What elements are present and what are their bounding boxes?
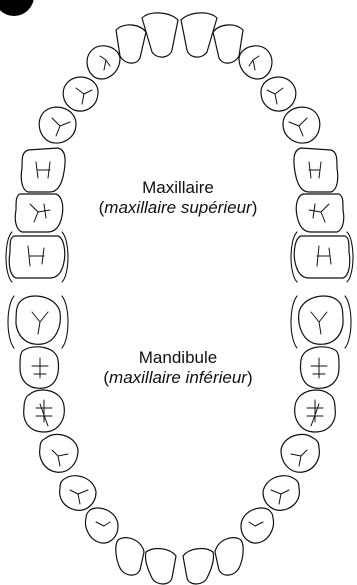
lower-tooth-incisor-lateral-left — [214, 537, 244, 576]
lower-fissure-m2-right — [31, 357, 49, 379]
corner-badge — [0, 0, 34, 16]
lower-tooth-molar-2-left — [299, 346, 340, 389]
lower-fissure-pm1-left — [270, 489, 290, 505]
upper-fissure-m3-left — [316, 245, 332, 267]
upper-fissure-pm1-right — [75, 87, 93, 105]
lower-tooth-canine-right — [84, 507, 119, 544]
upper-tooth-premolar-2-left — [282, 106, 321, 144]
lower-fissure-m2-left — [310, 357, 328, 379]
upper-tooth-premolar-2-right — [38, 106, 77, 144]
upper-fissure-m1-right — [35, 161, 51, 179]
upper-subtitle-close: ) — [251, 198, 258, 217]
upper-fissure-pm2-right — [51, 117, 71, 137]
lower-tooth-incisor-lateral-right — [115, 537, 145, 576]
lower-tooth-incisor-central-right — [144, 547, 177, 585]
lower-molar-3-left-bracket — [290, 295, 298, 349]
lower-tooth-premolar-2-right — [39, 433, 79, 473]
upper-molar-3-left-bracket-inner — [346, 231, 354, 283]
lower-tooth-premolar-1-left — [262, 475, 300, 511]
upper-tooth-incisor-central-left — [180, 12, 218, 58]
upper-tooth-incisor-lateral-left — [212, 24, 244, 64]
upper-arch-subtitle: (maxillaire supérieur) — [68, 198, 288, 218]
lower-fissure-m3-left — [310, 311, 328, 335]
lower-fissure-pm2-right — [51, 449, 69, 467]
lower-subtitle-open: ( — [103, 368, 110, 387]
upper-tooth-incisor-lateral-right — [115, 24, 147, 64]
lower-molar-3-right-bracket — [7, 295, 15, 349]
upper-arch-title: Maxillaire — [142, 178, 214, 197]
upper-fissure-canine-right — [99, 55, 111, 71]
upper-fissure-m1-left — [308, 161, 322, 179]
lower-tooth-premolar-2-left — [280, 433, 320, 473]
upper-subtitle-text: maxillaire supérieur — [104, 198, 252, 217]
lower-fissure-m1-right — [35, 399, 53, 427]
upper-tooth-premolar-1-right — [62, 76, 99, 112]
lower-tooth-premolar-1-right — [59, 475, 97, 511]
upper-tooth-molar-3-left — [293, 235, 351, 279]
lower-subtitle-text: maxillaire inférieur — [109, 368, 247, 387]
upper-molar-3-right-bracket-inner — [61, 231, 69, 283]
lower-fissure-m1-left — [306, 399, 324, 427]
lower-fissure-canine-left — [248, 521, 264, 527]
upper-molar-3-left-bracket — [290, 231, 298, 283]
lower-molar-3-right-bracket-inner — [61, 295, 69, 349]
upper-fissure-m3-right — [27, 245, 45, 267]
lower-tooth-canine-left — [240, 507, 275, 544]
upper-fissure-pm1-left — [266, 87, 284, 105]
upper-subtitle-open: ( — [98, 198, 105, 217]
upper-fissure-canine-left — [248, 55, 260, 71]
lower-molar-3-left-bracket-inner — [344, 295, 352, 349]
upper-tooth-molar-2-right — [14, 193, 64, 233]
lower-tooth-molar-2-right — [19, 346, 60, 389]
upper-fissure-m2-right — [29, 203, 51, 223]
lower-fissure-canine-right — [95, 521, 111, 527]
lower-fissure-pm1-right — [69, 489, 89, 505]
upper-fissure-m2-left — [308, 203, 330, 223]
upper-tooth-canine-left — [238, 45, 273, 80]
lower-fissure-pm2-left — [290, 449, 308, 467]
upper-tooth-incisor-central-right — [141, 12, 179, 58]
upper-tooth-canine-right — [86, 45, 121, 80]
lower-arch-subtitle: (maxillaire inférieur) — [68, 368, 288, 388]
upper-tooth-premolar-1-left — [260, 76, 297, 112]
upper-tooth-molar-3-right — [8, 235, 66, 279]
upper-fissure-pm2-left — [288, 117, 308, 137]
lower-fissure-m3-right — [31, 311, 49, 335]
upper-tooth-molar-2-left — [295, 193, 345, 233]
lower-arch-title: Mandibule — [138, 348, 218, 367]
lower-tooth-incisor-central-left — [182, 547, 215, 585]
upper-arch-label: Maxillaire (maxillaire supérieur) — [68, 178, 288, 218]
upper-molar-3-right-bracket — [5, 231, 13, 283]
lower-arch-label: Mandibule (maxillaire inférieur) — [68, 348, 288, 388]
lower-subtitle-close: ) — [246, 368, 253, 387]
